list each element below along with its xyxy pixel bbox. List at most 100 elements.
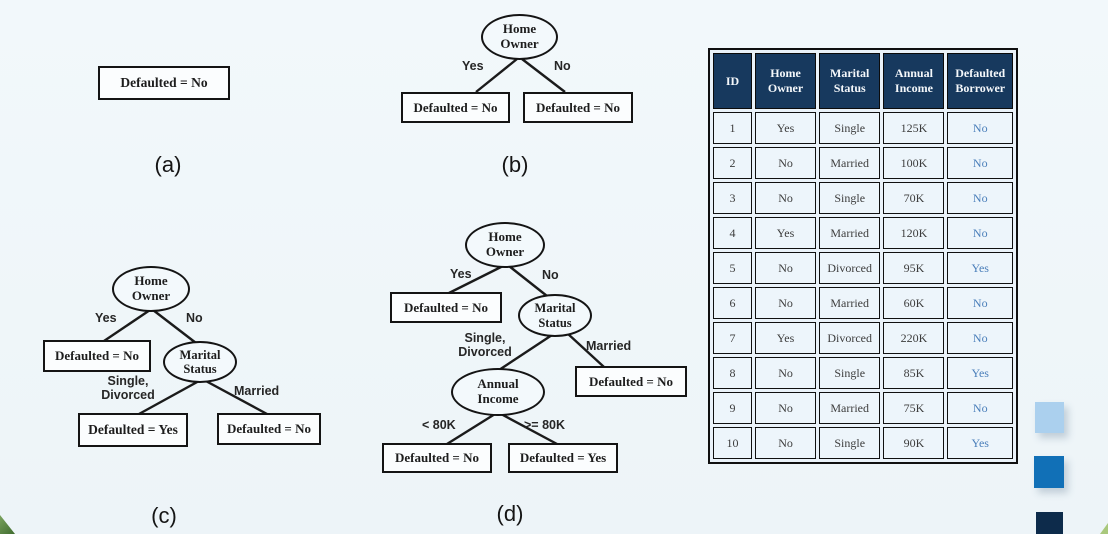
cell-marital-status: Married <box>819 147 881 179</box>
cell-marital-status: Divorced <box>819 322 881 354</box>
tree-d-branch-ge80k-label: >= 80K <box>524 418 566 432</box>
cell-home-owner: Yes <box>755 112 817 144</box>
tree-d-branch-lt80k-label: < 80K <box>422 418 456 432</box>
cell-defaulted-borrower: Yes <box>947 427 1013 459</box>
tree-c-leaf-single-node: Defaulted = Yes <box>78 413 188 447</box>
cell-home-owner: Yes <box>755 322 817 354</box>
tree-b-caption: (b) <box>501 152 529 177</box>
tree-c-branch-single-line2: Divorced <box>101 387 155 402</box>
tree-c-leaf-married-node: Defaulted = No <box>217 413 321 445</box>
tree-b-root-line2: Owner <box>500 36 539 51</box>
cell-annual-income: 125K <box>883 112 945 144</box>
tree-a-leaf-node: Defaulted = No <box>98 66 230 100</box>
cell-defaulted-borrower: No <box>947 392 1013 424</box>
tree-c-root-line1: Home <box>134 273 168 289</box>
tree-c-root-line2: Owner <box>131 288 171 303</box>
table-row: 2 No Married 100K No <box>713 147 1013 179</box>
table-row: 8 No Single 85K Yes <box>713 357 1013 389</box>
cell-marital-status: Married <box>819 217 881 249</box>
cell-annual-income: 75K <box>883 392 945 424</box>
table-row: 4 Yes Married 120K No <box>713 217 1013 249</box>
table-header-row: ID Home Owner Marital Status Annual Inco… <box>713 53 1013 109</box>
cell-id: 3 <box>713 182 753 214</box>
cell-home-owner: No <box>755 252 817 284</box>
cell-annual-income: 90K <box>883 427 945 459</box>
cell-id: 6 <box>713 287 753 319</box>
table-row: 1 Yes Single 125K No <box>713 112 1013 144</box>
table-row: 9 No Married 75K No <box>713 392 1013 424</box>
tree-d-branch-single-divorced-label: Single, Divorced <box>452 331 518 360</box>
table-body: 1 Yes Single 125K No 2 No Married 100K N… <box>713 112 1013 459</box>
cell-marital-status: Single <box>819 357 881 389</box>
cell-marital-status: Single <box>819 427 881 459</box>
header-id: ID <box>713 53 753 109</box>
cell-defaulted-borrower: Yes <box>947 357 1013 389</box>
cell-annual-income: 100K <box>883 147 945 179</box>
tree-c-leaf-yes-node: Defaulted = No <box>43 340 151 372</box>
cell-marital-status: Single <box>819 182 881 214</box>
tree-c-branch-no-label: No <box>186 311 203 325</box>
tree-d-marital-line2: Status <box>538 315 572 330</box>
cell-id: 5 <box>713 252 753 284</box>
tree-d-annual-line1: Annual <box>477 376 519 392</box>
cell-id: 4 <box>713 217 753 249</box>
tree-c-root-node: Home Owner <box>112 266 190 312</box>
table-row: 5 No Divorced 95K Yes <box>713 252 1013 284</box>
tree-b-branch-no-label: No <box>554 59 571 73</box>
cell-id: 1 <box>713 112 753 144</box>
cell-home-owner: No <box>755 392 817 424</box>
table-row: 7 Yes Divorced 220K No <box>713 322 1013 354</box>
tree-d-root-line1: Home <box>488 229 522 245</box>
header-home-owner: Home Owner <box>755 53 817 109</box>
tree-d-leaf-married-node: Defaulted = No <box>575 366 687 397</box>
cell-id: 9 <box>713 392 753 424</box>
cell-defaulted-borrower: No <box>947 322 1013 354</box>
table-row: 10 No Single 90K Yes <box>713 427 1013 459</box>
cell-home-owner: No <box>755 357 817 389</box>
tree-d-annual-income-node: Annual Income <box>451 368 545 416</box>
header-marital-status: Marital Status <box>819 53 881 109</box>
cell-annual-income: 220K <box>883 322 945 354</box>
cell-marital-status: Married <box>819 287 881 319</box>
cell-annual-income: 70K <box>883 182 945 214</box>
dark-navy-swatch <box>1036 512 1063 534</box>
tree-c-branch-yes-label: Yes <box>95 311 117 325</box>
cell-id: 10 <box>713 427 753 459</box>
light-blue-swatch <box>1035 402 1064 433</box>
edge-b-no <box>521 58 566 93</box>
edge-c-married <box>203 378 268 416</box>
training-data-table: ID Home Owner Marital Status Annual Inco… <box>708 48 1018 464</box>
cell-annual-income: 85K <box>883 357 945 389</box>
edge-d-married <box>566 332 605 368</box>
cell-home-owner: No <box>755 182 817 214</box>
table-row: 6 No Married 60K No <box>713 287 1013 319</box>
tree-d-marital-line1: Marital <box>534 301 576 316</box>
header-defaulted-borrower: Defaulted Borrower <box>947 53 1013 109</box>
cell-annual-income: 95K <box>883 252 945 284</box>
tree-c-branch-married-label: Married <box>234 384 280 398</box>
cell-annual-income: 60K <box>883 287 945 319</box>
medium-blue-swatch <box>1034 456 1064 488</box>
cell-home-owner: No <box>755 147 817 179</box>
cell-id: 8 <box>713 357 753 389</box>
cell-id: 7 <box>713 322 753 354</box>
tree-d-branch-single-line1: Single, <box>464 331 506 345</box>
tree-b-root-node: Home Owner <box>481 14 558 60</box>
tree-d-marital-status-node: Marital Status <box>518 294 592 337</box>
tree-d-root-line2: Owner <box>485 244 525 259</box>
tree-b-leaf-no-node: Defaulted = No <box>523 92 633 123</box>
cell-marital-status: Married <box>819 392 881 424</box>
tree-d-caption: (d) <box>496 501 524 526</box>
tree-c-marital-line1: Marital <box>179 347 221 362</box>
cell-id: 2 <box>713 147 753 179</box>
tree-c-marital-line2: Status <box>183 362 217 376</box>
tree-c-marital-status-node: Marital Status <box>163 341 237 383</box>
cell-defaulted-borrower: No <box>947 217 1013 249</box>
cell-annual-income: 120K <box>883 217 945 249</box>
tree-d-leaf-lt80k-node: Defaulted = No <box>382 443 492 473</box>
tree-b-root-line1: Home <box>502 21 537 37</box>
edge-d-lt80 <box>446 412 496 446</box>
cell-home-owner: Yes <box>755 217 817 249</box>
cell-marital-status: Divorced <box>819 252 881 284</box>
